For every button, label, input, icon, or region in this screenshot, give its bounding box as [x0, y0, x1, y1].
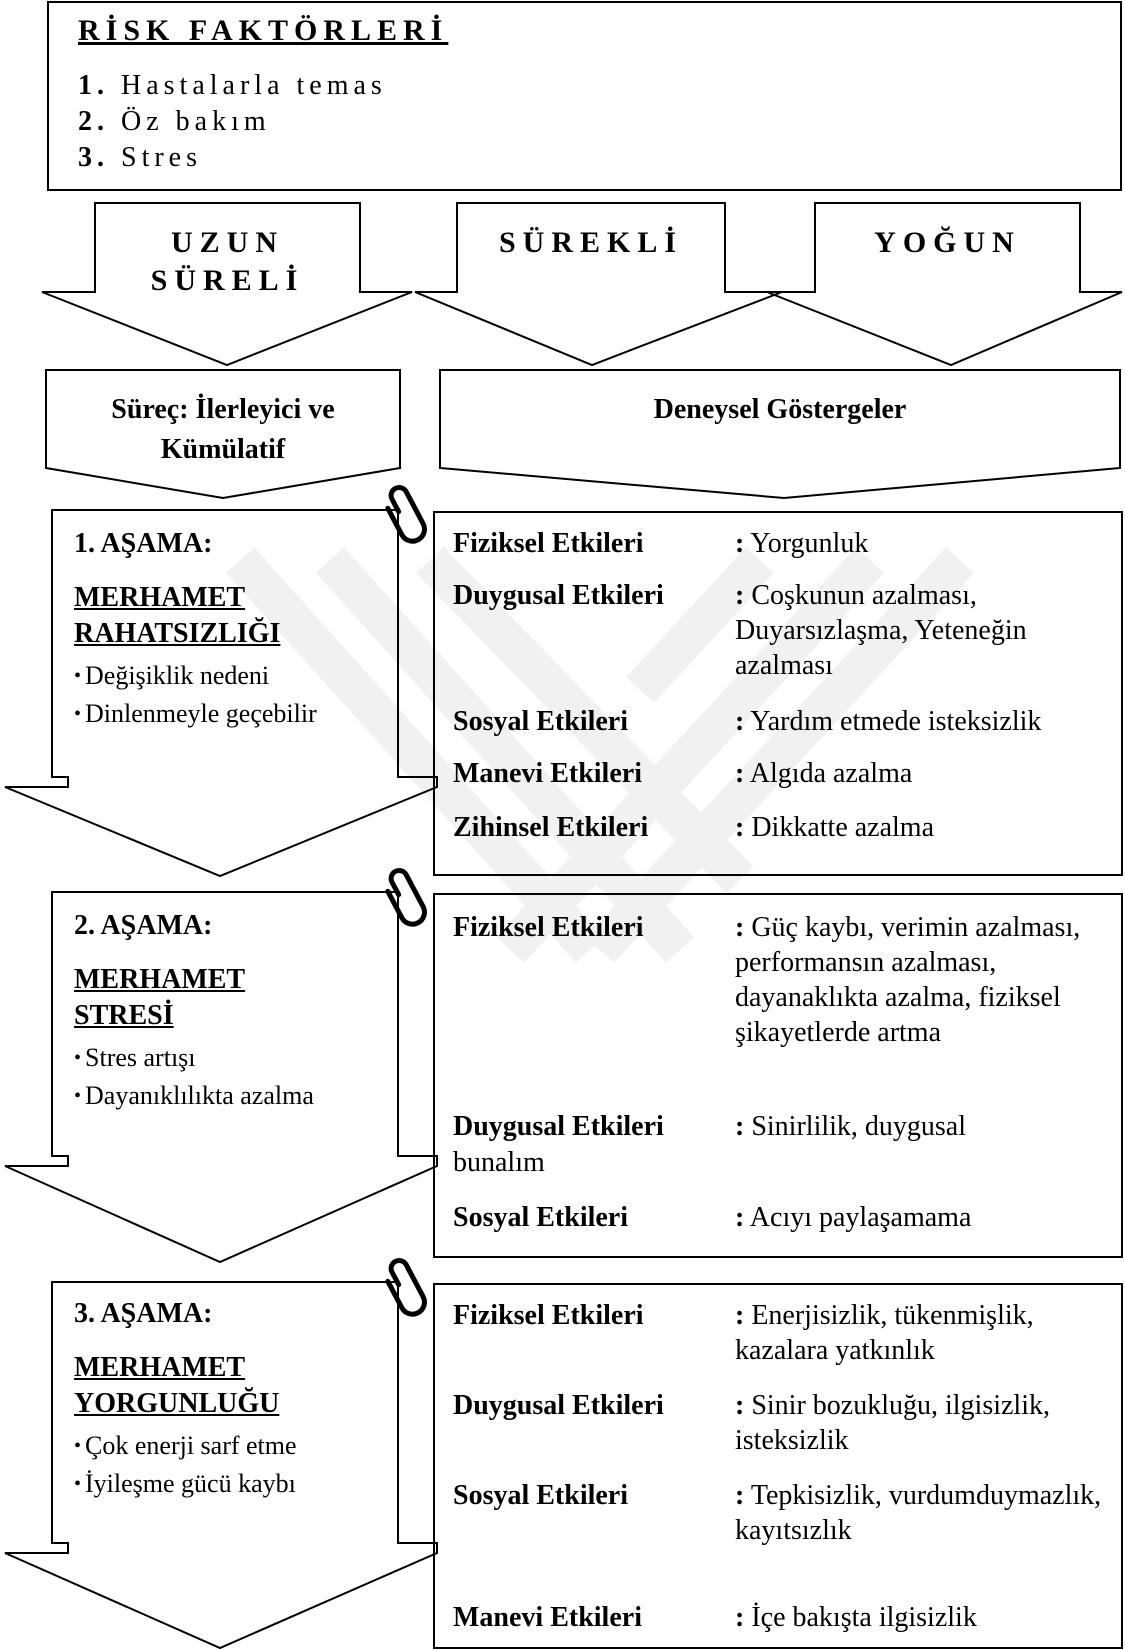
bullet-item: Stres artışı	[74, 1040, 394, 1078]
effect-category: Fiziksel Etkileri	[453, 1300, 644, 1331]
risk-item: 3. Stres	[78, 142, 202, 174]
effect-value: : Enerjisizlik, tükenmişlik, kazalara ya…	[735, 1300, 1034, 1366]
effect-category: Duygusal Etkileri	[453, 1390, 664, 1421]
stage2-arrow	[4, 891, 438, 1264]
stage-name: MERHAMET	[74, 1352, 246, 1383]
effect-category: Fiziksel Etkileri	[453, 912, 644, 943]
effect-category: Manevi Etkileri	[453, 758, 642, 789]
risk-item-number: 3.	[78, 142, 109, 173]
effects-box-1	[433, 511, 1123, 876]
stage-bullets: Stres artışı Dayanıklılıkta azalma	[74, 1040, 394, 1116]
effects-box-2	[433, 893, 1123, 1258]
effect-value: : Yardım etmede isteksizlik	[735, 706, 1042, 737]
effect-value: : Yorgunluk	[735, 528, 869, 559]
uzun-sureli-label: UZUN SÜRELİ	[95, 224, 360, 300]
stage-2: 2. AŞAMA: MERHAMET STRESİ Stres artışı D…	[74, 910, 394, 1116]
effect-category: Duygusal Etkileri	[453, 580, 664, 611]
surec-label: Süreç: İlerleyici ve Kümülatif	[46, 390, 400, 470]
risk-box	[47, 1, 1122, 191]
effect-category: Sosyal Etkileri	[453, 1202, 629, 1233]
stage-title: 2. AŞAMA:	[74, 910, 213, 941]
effect-value: : Dikkatte azalma	[735, 812, 935, 843]
yogun-label: YOĞUN	[874, 226, 1021, 259]
stage-bullets: Çok enerji sarf etme İyileşme gücü kaybı	[74, 1428, 394, 1504]
effect-value: : Coşkunun azalması, Duyarsızlaşma, Yete…	[735, 580, 1027, 681]
surec-line1: Süreç: İlerleyici ve	[111, 394, 335, 425]
paperclip-icon	[385, 868, 427, 927]
effect-value-overflow: bunalım	[453, 1147, 545, 1178]
risk-title: RİSK FAKTÖRLERİ	[78, 14, 449, 47]
effect-value: : Sinir bozukluğu, ilgisizlik, isteksizl…	[735, 1390, 1050, 1456]
risk-item-number: 1.	[78, 70, 109, 101]
stage1-arrow	[4, 509, 438, 878]
stage-name: RAHATSIZLIĞI	[74, 618, 281, 649]
uzun-sureli-arrow	[41, 202, 413, 367]
stage3-arrow	[4, 1281, 438, 1650]
effect-category: Manevi Etkileri	[453, 1602, 642, 1633]
deneysel-label: Deneysel Göstergeler	[653, 394, 907, 425]
stage-name: STRESİ	[74, 1000, 174, 1031]
effects-box-3	[433, 1283, 1123, 1649]
effect-value: : Güç kaybı, verimin azalması, performan…	[735, 912, 1081, 1048]
surekli-label: SÜREKLİ	[498, 226, 684, 259]
deneysel-box	[439, 369, 1121, 500]
bullet-item: Değişiklik nedeni	[74, 658, 394, 696]
risk-item-text: Hastalarla temas	[121, 70, 387, 101]
surekli-arrow	[414, 202, 783, 367]
paperclip-icon	[385, 1258, 427, 1317]
effect-category: Fiziksel Etkileri	[453, 528, 644, 559]
bullet-item: Dinlenmeyle geçebilir	[74, 696, 394, 734]
yogun-arrow	[766, 202, 1123, 367]
risk-item: 1. Hastalarla temas	[78, 70, 387, 102]
risk-item: 2. Öz bakım	[78, 106, 271, 138]
sureli-label: SÜRELİ	[150, 264, 305, 297]
effect-value: : Acıyı paylaşamama	[735, 1202, 972, 1233]
stage-title: 1. AŞAMA:	[74, 528, 213, 559]
risk-item-text: Stres	[121, 142, 202, 173]
effect-value: : Sinirlilik, duygusal	[735, 1111, 967, 1142]
stage-1: 1. AŞAMA: MERHAMET RAHATSIZLIĞI Değişikl…	[74, 528, 394, 734]
bullet-item: Çok enerji sarf etme	[74, 1428, 394, 1466]
risk-item-number: 2.	[78, 106, 109, 137]
effect-value: : Tepkisizlik, vurdumduymazlık, kayıtsız…	[735, 1480, 1102, 1546]
risk-item-text: Öz bakım	[121, 106, 271, 137]
surec-line2: Kümülatif	[160, 434, 286, 465]
surec-box	[45, 369, 401, 500]
stage-title: 3. AŞAMA:	[74, 1298, 213, 1329]
uzun-label: UZUN	[170, 226, 284, 259]
stage-name: YORGUNLUĞU	[74, 1388, 280, 1419]
paperclip-icon	[385, 485, 427, 544]
effect-category: Zihinsel Etkileri	[453, 812, 649, 843]
stage-name: MERHAMET	[74, 582, 246, 613]
effect-value: : Algıda azalma	[735, 758, 913, 789]
effect-value: : İçe bakışta ilgisizlik	[735, 1602, 977, 1633]
bullet-item: Dayanıklılıkta azalma	[74, 1078, 394, 1116]
effect-category: Sosyal Etkileri	[453, 706, 629, 737]
stage-bullets: Değişiklik nedeni Dinlenmeyle geçebilir	[74, 658, 394, 734]
bullet-item: İyileşme gücü kaybı	[74, 1466, 394, 1504]
effect-category: Duygusal Etkileri	[453, 1111, 664, 1142]
effect-category: Sosyal Etkileri	[453, 1480, 629, 1511]
stage-name: MERHAMET	[74, 964, 246, 995]
stage-3: 3. AŞAMA: MERHAMET YORGUNLUĞU Çok enerji…	[74, 1298, 394, 1504]
